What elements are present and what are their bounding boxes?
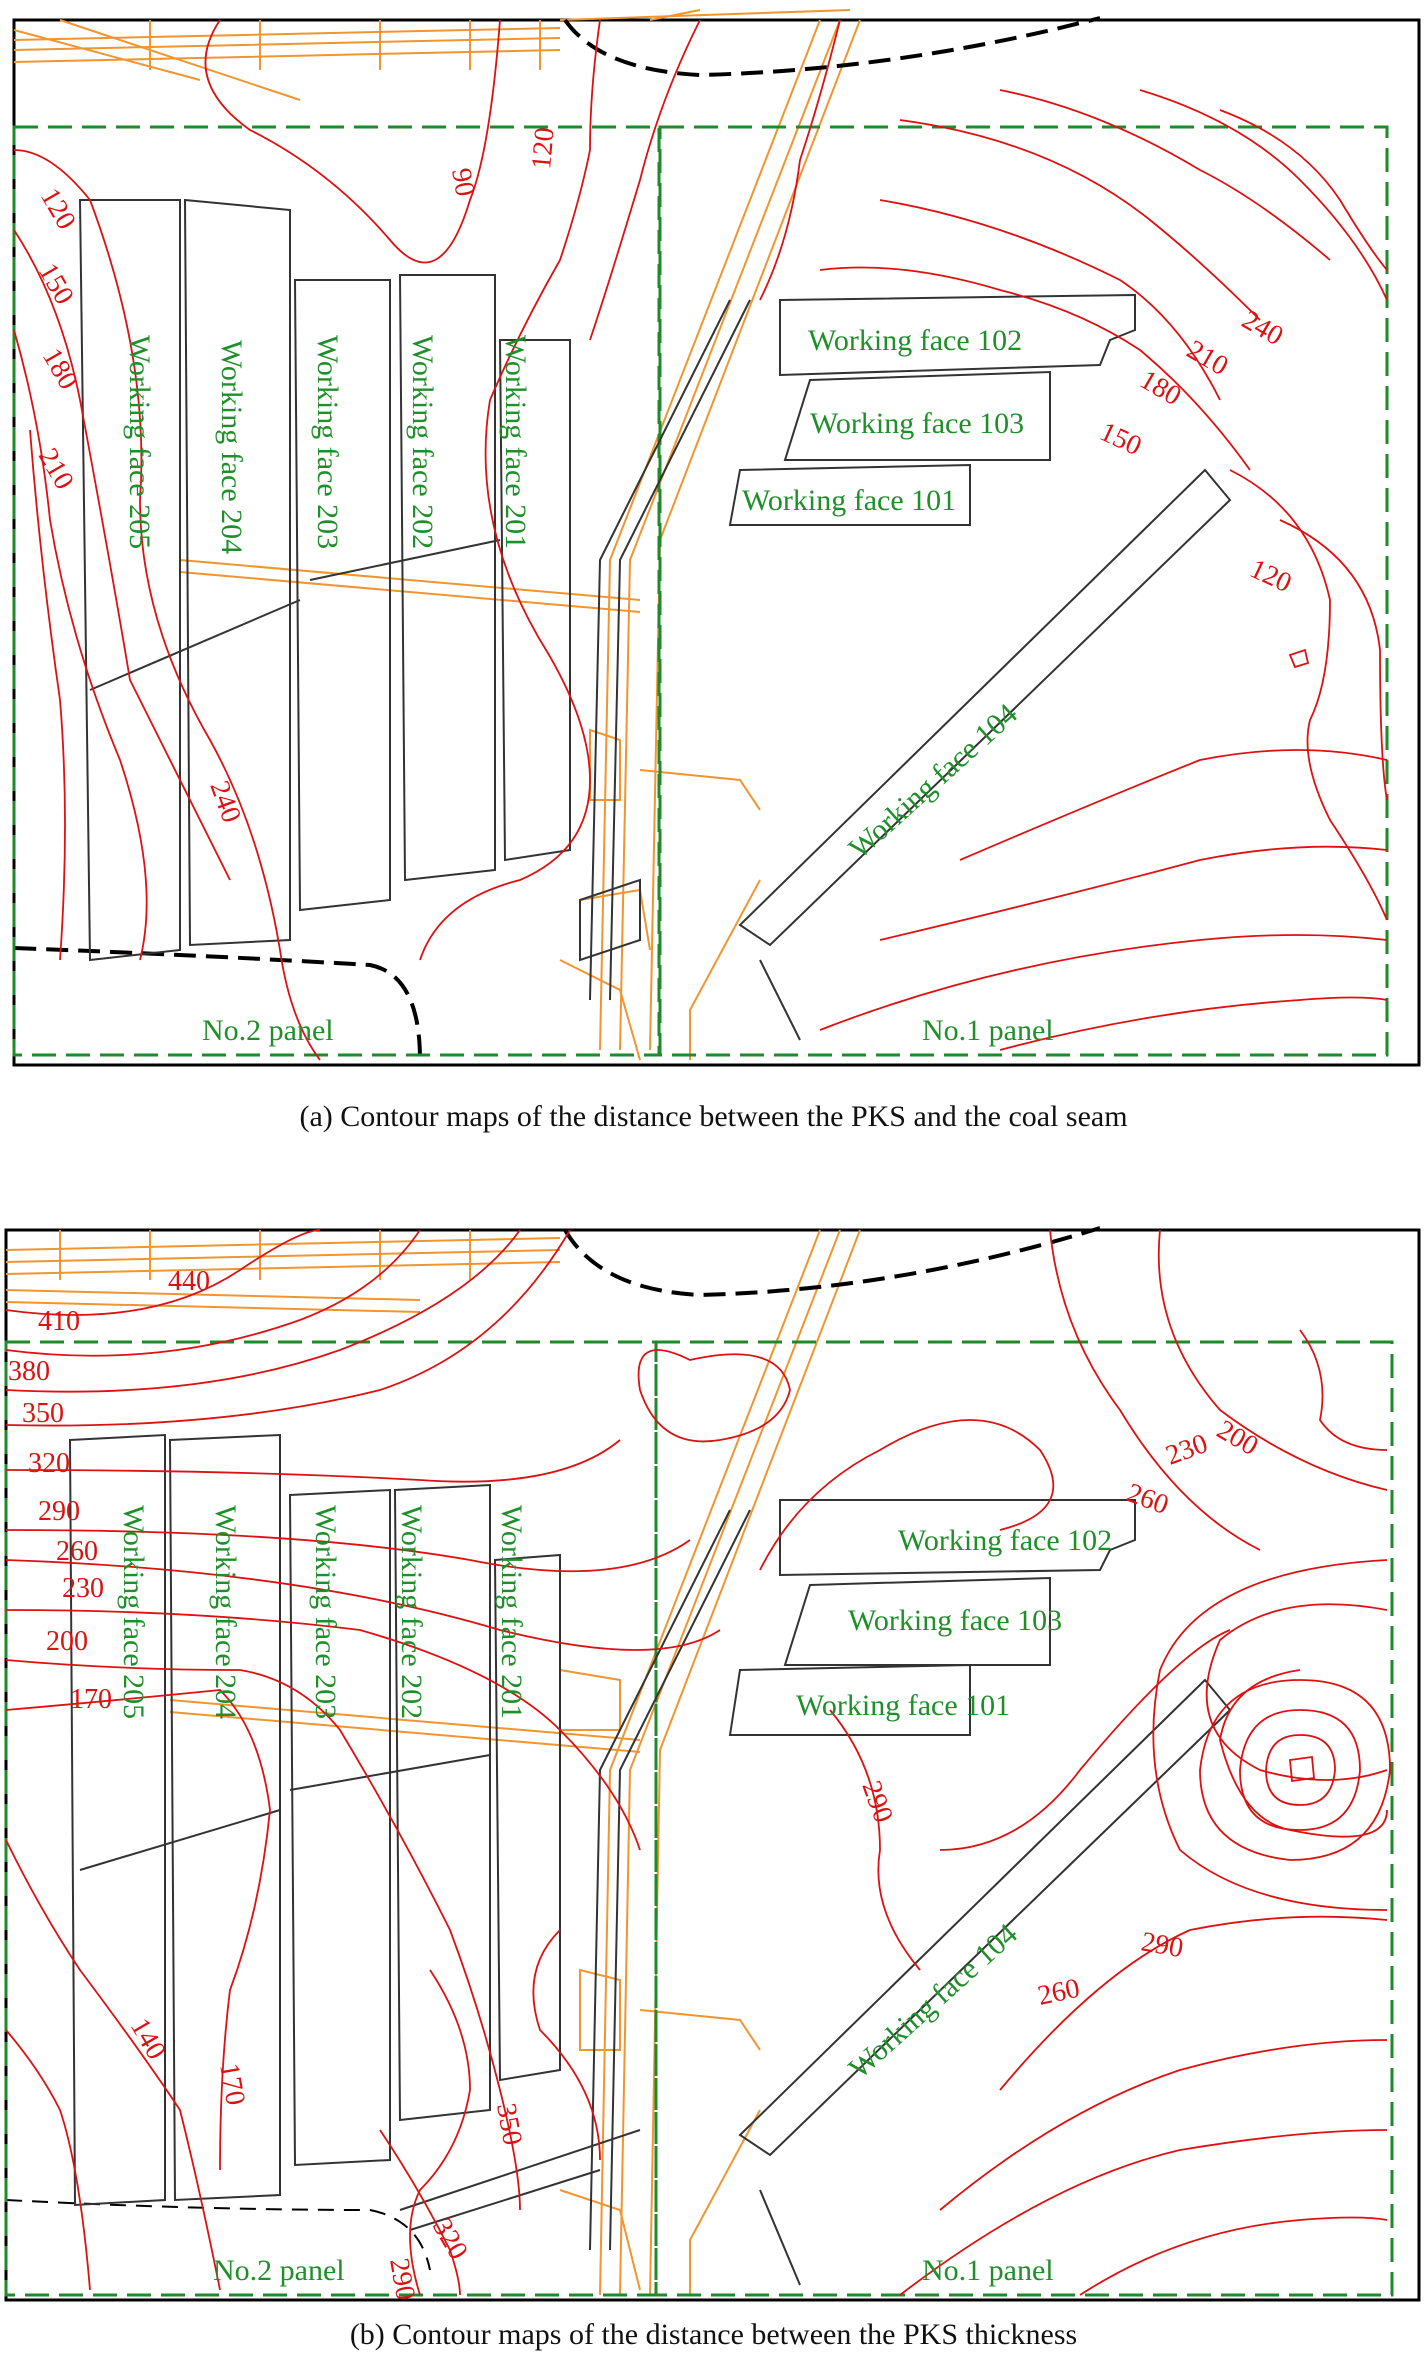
working-face-101-label: Working face 101 — [742, 484, 956, 517]
working-face-103-label: Working face 103 — [848, 1604, 1062, 1637]
contour-label: 260 — [1035, 1973, 1083, 2012]
map-frame — [4, 1228, 1421, 2302]
working-face-203-label: Working face 203 — [309, 1505, 342, 1719]
contour-label: 120 — [1245, 553, 1296, 599]
contour-lines — [5, 1229, 1391, 2296]
panel-label-no2: No.2 panel — [202, 1014, 334, 1047]
contour-label: 350 — [22, 1398, 64, 1429]
contour-label: 180 — [1135, 364, 1187, 412]
contour-label: 350 — [490, 2101, 528, 2148]
contour-label: 440 — [168, 1266, 210, 1297]
contour-label: 90 — [445, 166, 480, 199]
contour-label: 290 — [855, 1777, 898, 1827]
contour-label: 260 — [1123, 1477, 1173, 1520]
contour-map-b: 440 410 380 350 320 290 260 230 200 170 … — [4, 1226, 1421, 2303]
panel-label-no2: No.2 panel — [213, 2254, 345, 2287]
contour-label: 410 — [38, 1306, 80, 1337]
contour-label: 150 — [1095, 416, 1146, 462]
working-faces — [78, 198, 1232, 1041]
contour-label: 210 — [1182, 334, 1234, 382]
working-face-204-label: Working face 204 — [215, 340, 248, 554]
working-face-205-label: Working face 205 — [117, 1505, 150, 1719]
working-face-104-label: Working face 104 — [843, 697, 1024, 865]
caption-b: (b) Contour maps of the distance between… — [349, 2318, 1078, 2351]
working-face-104-label: Working face 104 — [843, 1917, 1024, 2085]
working-face-102-label: Working face 102 — [898, 1524, 1112, 1557]
contour-label: 170 — [70, 1684, 112, 1715]
working-face-201-label: Working face 201 — [495, 1505, 528, 1719]
panel-boundaries — [12, 125, 1389, 1057]
contour-label-group: 440 410 380 350 320 290 260 230 200 170 … — [8, 1266, 1263, 2303]
panel-label-group: No.2 panel No.1 panel — [213, 2254, 1054, 2287]
working-faces — [68, 1433, 1232, 2286]
working-face-205-label: Working face 205 — [123, 335, 156, 549]
contour-label: 120 — [34, 183, 82, 235]
working-face-103-label: Working face 103 — [810, 407, 1024, 440]
working-face-202-label: Working face 202 — [406, 335, 439, 549]
contour-label: 260 — [56, 1536, 98, 1567]
contour-label: 320 — [28, 1448, 70, 1479]
contour-label: 200 — [1212, 1414, 1264, 1462]
working-face-201-label: Working face 201 — [499, 335, 532, 549]
mining-boundary — [563, 1226, 1101, 1298]
mining-boundary — [13, 16, 1101, 1061]
contour-lines — [13, 19, 1388, 1061]
contour-label: 230 — [1162, 1428, 1212, 1471]
contour-label: 290 — [383, 2256, 421, 2303]
working-face-203-label: Working face 203 — [311, 335, 344, 549]
working-face-101-label: Working face 101 — [796, 1689, 1010, 1722]
panel-label-no1: No.1 panel — [922, 1014, 1054, 1047]
contour-label: 240 — [203, 777, 246, 827]
working-face-202-label: Working face 202 — [395, 1505, 428, 1719]
contour-label: 150 — [32, 258, 80, 310]
contour-map-a: 120 150 180 210 90 120 240 240 210 180 1… — [12, 9, 1421, 1067]
working-face-204-label: Working face 204 — [209, 1505, 242, 1719]
caption-a: (a) Contour maps of the distance between… — [299, 1100, 1128, 1133]
contour-label: 290 — [38, 1496, 80, 1527]
contour-label: 170 — [213, 2061, 251, 2108]
panel-boundaries — [4, 1340, 1394, 2297]
contour-label: 200 — [46, 1626, 88, 1657]
panel-label-no1: No.1 panel — [922, 2254, 1054, 2287]
panel-label-group: No.2 panel No.1 panel — [202, 1014, 1054, 1047]
contour-label: 120 — [526, 126, 561, 171]
contour-label: 210 — [32, 443, 80, 495]
contour-label: 380 — [8, 1356, 50, 1387]
contour-label: 320 — [426, 2213, 474, 2265]
working-face-102-label: Working face 102 — [808, 324, 1022, 357]
contour-label: 230 — [62, 1573, 104, 1604]
contour-label: 290 — [1139, 1926, 1186, 1964]
contour-label: 240 — [1237, 304, 1289, 352]
